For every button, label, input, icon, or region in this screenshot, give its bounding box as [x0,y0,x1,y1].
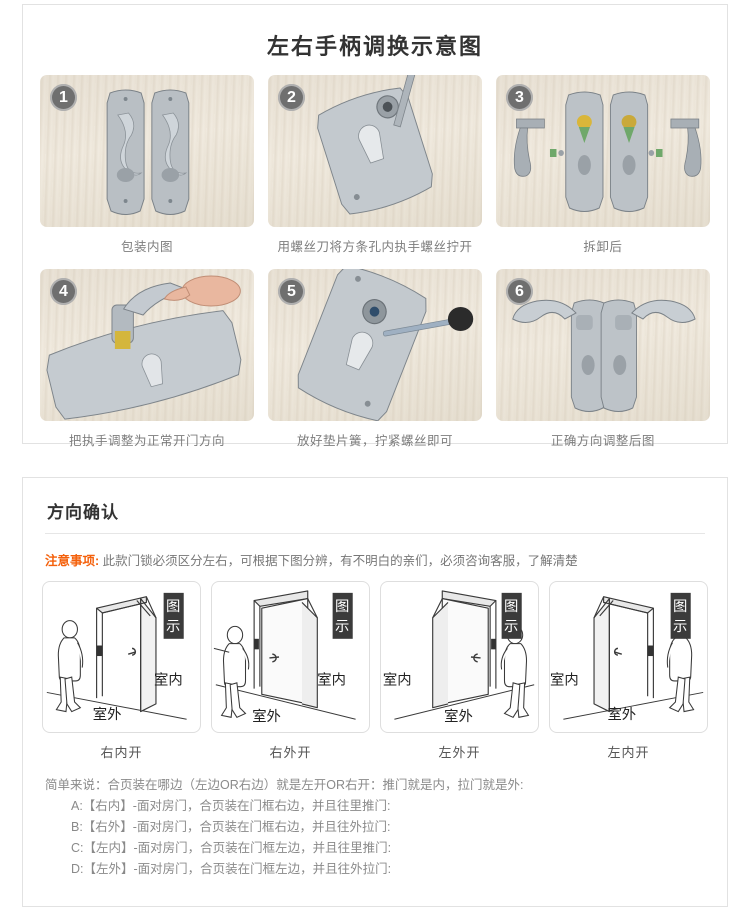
rule-line-a: A:【右内】-面对房门，合页装在门框右边，并且往里推门: [71,799,391,813]
step-badge: 3 [505,84,533,111]
step-badge: 5 [277,278,305,305]
hand-adjusting-lever-illustration [46,275,242,420]
outdoor-label: 室外 [252,708,281,725]
step-photo-4: 4 [40,269,254,421]
notice-label: 注意事项: [45,554,100,568]
door-diagram-1: 室内 室外 图 示 [42,581,201,733]
handle-plates-illustration [106,89,190,215]
step-badge: 2 [277,84,305,111]
door-item: 室内 室外 图 示 右外开 [206,581,375,761]
explanation-block: 简单来说：合页装在哪边（左边OR右边）就是左开OR右开：推门就是内，拉门就是外:… [23,761,727,880]
door-caption: 右内开 [100,745,143,760]
door-diagram-row: 室内 室外 图 示 右内开 [23,581,727,761]
page-title: 左右手柄调换示意图 [266,34,483,59]
notice-text: 此款门锁必须区分左右，可根据下图分辨，有不明白的亲们，必须咨询客服，了解清楚 [102,554,578,568]
door-item: 室内 室外 图 示 左外开 [375,581,544,761]
step-item: 2 用螺丝刀将方条孔内执手螺丝拧开 [261,67,489,261]
door-caption: 右外开 [269,745,312,760]
step-caption: 拆卸后 [583,240,623,254]
outdoor-label: 室外 [93,706,122,723]
step-item: 6 正确方向调整后图 [489,261,717,455]
indoor-label: 室内 [154,672,183,689]
section-heading: 方向确认 [47,503,119,522]
legend-badge: 示 [335,619,349,635]
door-illustration: 室内 室外 图 示 [213,590,356,725]
rule-line-d: D:【左外】-面对房门，合页装在门框左边，并且往外拉门: [71,862,392,876]
step-photo-3: 3 [495,75,710,227]
divider [45,533,705,534]
step-item: 1 包装内图 [33,67,261,261]
step-photo-1: 1 [40,75,254,227]
rule-line-c: C:【左内】-面对房门，合页装在门框左边，并且往里推门: [71,841,392,855]
outdoor-label: 室外 [444,708,473,725]
step-badge: 1 [50,84,77,111]
notice-line: 注意事项: 此款门锁必须区分左右，可根据下图分辨，有不明白的亲们，必须咨询客服，… [23,534,727,581]
step-caption: 放好垫片簧，拧紧螺丝即可 [296,434,453,448]
disassembled-parts-illustration [513,91,702,212]
step-item: 4 把执手调整为正常开门方向 [33,261,261,455]
legend-badge: 图 [673,599,687,615]
door-diagram-4: 室内 室外 图 示 [549,581,708,733]
step-caption: 正确方向调整后图 [550,434,655,448]
screwdriver-on-plate-illustration [317,75,433,215]
door-item: 室内 室外 图 示 右内开 [37,581,206,761]
rule-line-b: B:【右外】-面对房门，合页装在门框右边，并且往外拉门: [71,820,391,834]
summary-line: 简单来说：合页装在哪边（左边OR右边）就是左开OR右开：推门就是内，拉门就是外: [45,778,524,792]
step-photo-2: 2 [267,75,482,227]
indoor-label: 室内 [383,672,412,689]
door-illustration: 室内 室外 图 示 [46,592,187,723]
finished-handles-illustration [512,299,696,412]
step-badge: 4 [50,278,77,305]
outdoor-label: 室外 [607,706,636,723]
door-illustration: 室内 室外 图 示 [383,590,535,725]
door-caption: 左内开 [607,745,650,760]
door-diagram-2: 室内 室外 图 示 [211,581,370,733]
legend-badge: 示 [673,619,687,635]
step-caption: 用螺丝刀将方条孔内执手螺丝拧开 [277,240,473,254]
indoor-label: 室内 [550,672,579,689]
door-diagram-3: 室内 室外 图 示 [380,581,539,733]
handle-swap-panel: 左右手柄调换示意图 [22,4,728,448]
door-illustration: 室内 室外 图 示 [550,592,704,723]
direction-confirm-panel: 方向确认 注意事项: 此款门锁必须区分左右，可根据下图分辨，有不明白的亲们，必须… [22,477,728,907]
step-photo-6: 6 [495,269,710,421]
step-photo-5: 5 [267,269,482,421]
door-caption: 左外开 [438,745,481,760]
step-item: 5 放好垫片簧，拧紧螺丝即可 [261,261,489,455]
tightening-screw-illustration [297,269,474,421]
legend-badge: 图 [166,599,180,615]
legend-badge: 图 [335,599,349,615]
step-badge: 6 [505,278,533,305]
legend-badge: 图 [504,599,518,615]
step-caption: 包装内图 [120,240,173,254]
legend-badge: 示 [504,619,518,635]
indoor-label: 室内 [317,672,346,689]
legend-badge: 示 [166,619,180,635]
door-item: 室内 室外 图 示 左内开 [544,581,713,761]
step-caption: 把执手调整为正常开门方向 [68,434,225,448]
steps-grid: 1 包装内图 [23,67,727,455]
step-item: 3 拆卸后 [489,67,717,261]
